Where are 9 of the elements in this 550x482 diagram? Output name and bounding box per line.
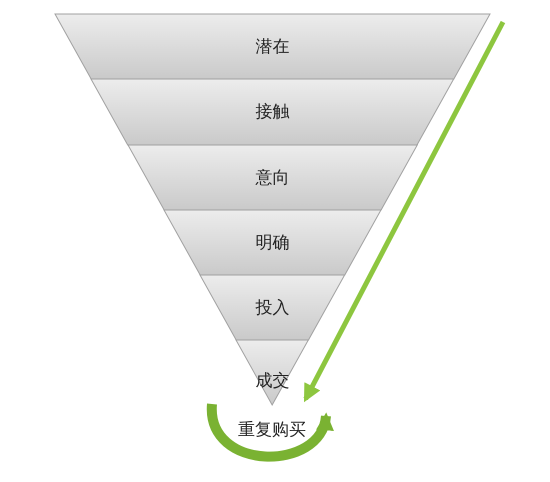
stage-label: 投入 [255,296,290,318]
curved-arrow [207,404,332,462]
stage-label: 成交 [255,370,290,392]
stage-label: 接触 [255,101,290,123]
arrow [303,20,506,402]
stage-label: 潜在 [256,36,290,58]
stage-label: 明确 [255,232,290,254]
stage-label: 重复购买 [238,419,306,441]
stage-label: 意向 [255,166,290,188]
